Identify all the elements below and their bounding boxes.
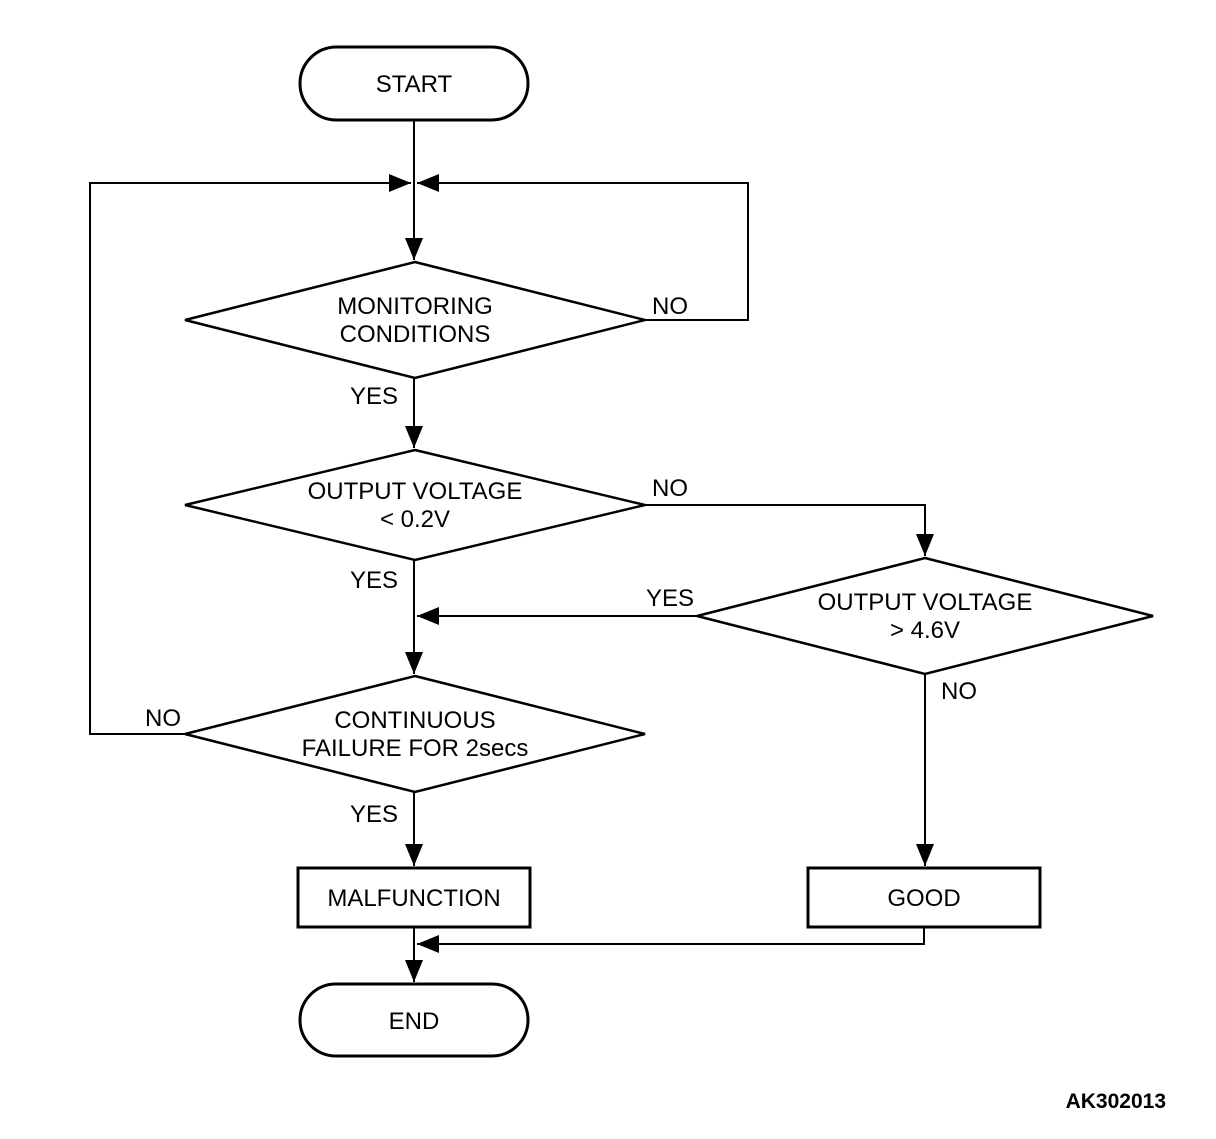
edge-continuous-no-loop [89,174,411,735]
output-voltage-high-decision [696,556,1154,676]
edge-labels-group: NO YES NO YES YES NO NO YES [145,293,977,828]
good-node [806,866,1042,929]
malfunction-label: MALFUNCTION [327,885,500,912]
output-low-label-line2: < 0.2V [380,506,450,533]
edges-group [89,120,934,982]
start-node [298,45,530,122]
monitoring-yes-label: YES [350,383,398,410]
figure-code: AK302013 [1066,1090,1166,1113]
output-voltage-low-decision [184,448,646,562]
end-node [298,982,530,1058]
continuous-yes-label: YES [350,801,398,828]
start-label: START [376,71,453,98]
continuous-no-label: NO [145,705,181,732]
continuous-failure-decision [184,674,646,794]
output-high-no-label: NO [941,678,977,705]
output-low-label-line1: OUTPUT VOLTAGE [308,478,523,505]
edge-output-low-no [645,504,934,556]
monitoring-label-line1: MONITORING [337,293,493,320]
output-high-label-line2: > 4.6V [890,617,960,644]
edge-monitoring-no-loop [417,174,749,321]
continuous-label-line2: FAILURE FOR 2secs [302,735,529,762]
output-low-no-label: NO [652,475,688,502]
output-high-label-line1: OUTPUT VOLTAGE [818,589,1033,616]
end-label: END [389,1008,440,1035]
monitoring-label-line2: CONDITIONS [340,321,491,348]
shapes-group [184,45,1154,1058]
output-low-yes-label: YES [350,567,398,594]
edge-good-to-end [417,927,925,953]
node-labels-group: START MONITORING CONDITIONS OUTPUT VOLTA… [302,71,1033,1035]
malfunction-node [296,866,532,929]
continuous-label-line1: CONTINUOUS [334,707,495,734]
monitoring-no-label: NO [652,293,688,320]
monitoring-conditions-decision [184,260,646,380]
output-high-yes-label: YES [646,585,694,612]
good-label: GOOD [887,885,960,912]
